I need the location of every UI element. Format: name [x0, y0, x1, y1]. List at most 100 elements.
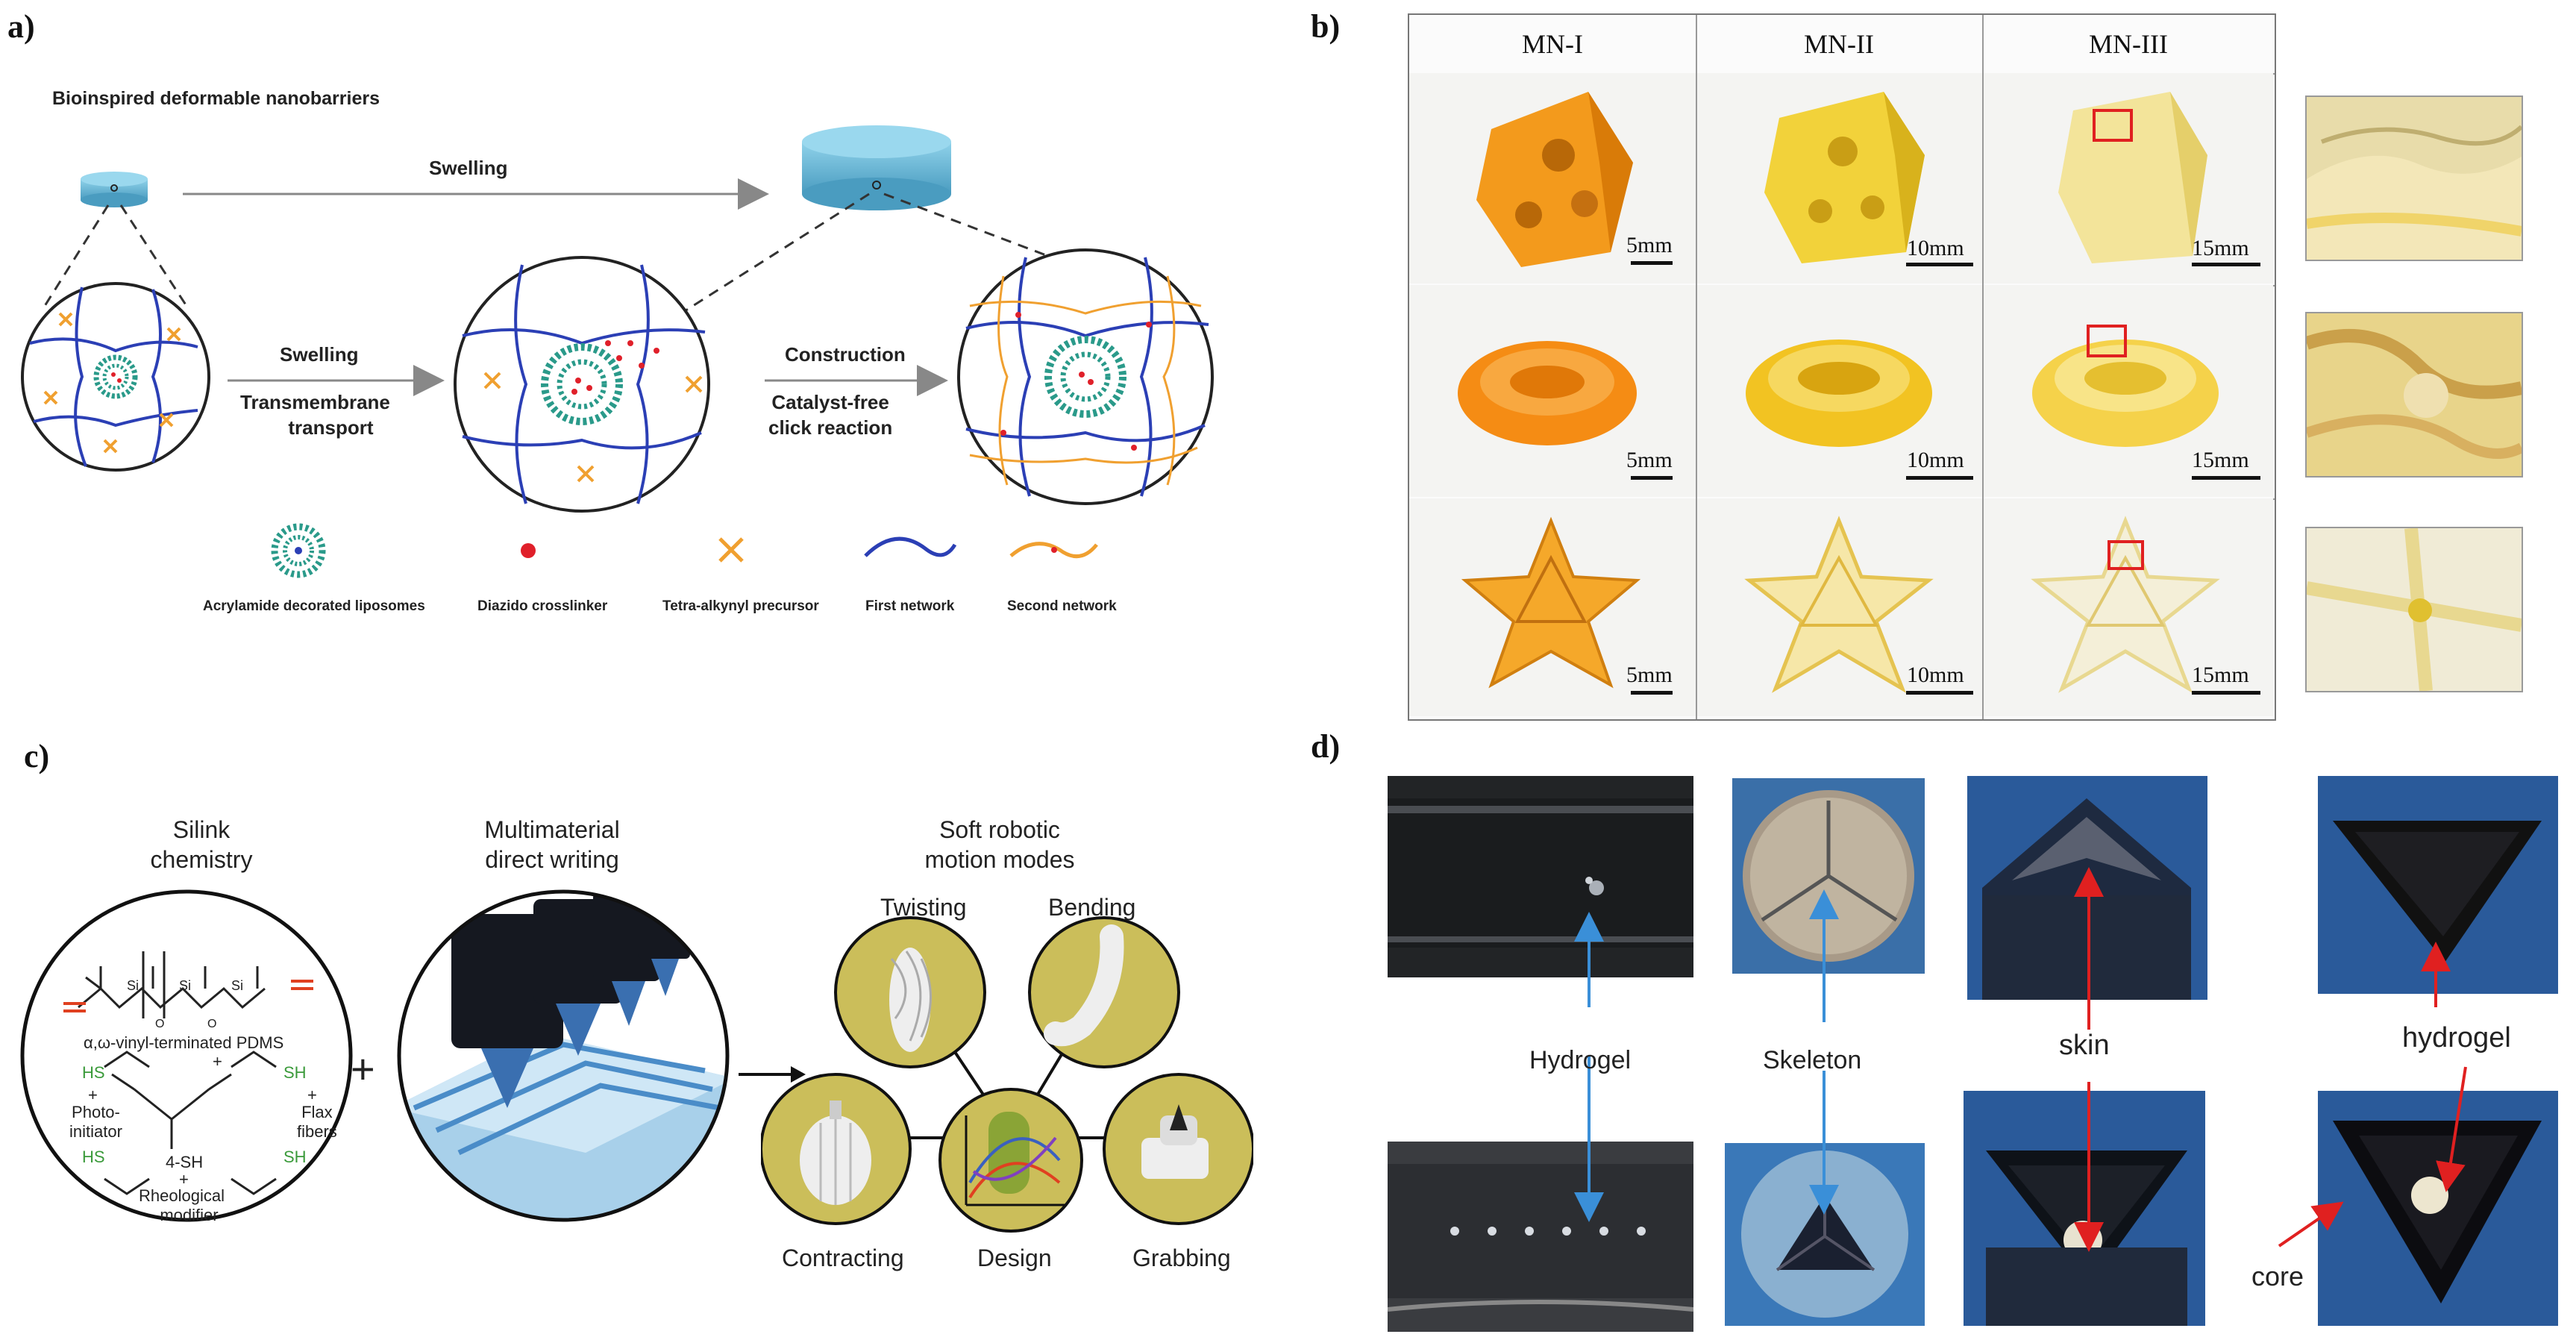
panel-c-letter: c)	[24, 738, 50, 774]
panel-d-arrows	[1574, 867, 2467, 1252]
skin-label: skin	[2059, 1030, 2110, 1061]
skeleton-label: Skeleton	[1763, 1046, 1862, 1074]
hydrogel-label-2: hydrogel	[2402, 1022, 2511, 1054]
o-label-2: O	[207, 1018, 216, 1030]
photo-line1: Photo-	[72, 1103, 120, 1121]
skeleton-photo-top	[1732, 778, 1925, 974]
col-header-mn1: MN-I	[1522, 29, 1583, 59]
plus-3: +	[307, 1086, 317, 1104]
legend-red-dot-icon	[521, 543, 536, 558]
mn3-prism-photo	[1984, 73, 2273, 284]
panel-a-diagram	[21, 125, 1214, 578]
hydrogel-strip-photo-bottom	[1388, 1142, 1693, 1332]
contracting-label: Contracting	[782, 1245, 904, 1271]
scale-label-r3c1: 5mm	[1626, 663, 1673, 687]
legend-precursor-label: Tetra-alkynyl precursor	[662, 598, 819, 614]
scale-label-r2c3: 15mm	[2192, 448, 2249, 472]
writing-title-line1: Multimaterial	[484, 816, 620, 843]
chemistry-circle: Si Si Si O O	[20, 889, 353, 1222]
col-header-mn2: MN-II	[1804, 29, 1874, 59]
hydrogel-strip-photo-top	[1388, 776, 1693, 977]
click-line1: Catalyst-free	[771, 391, 889, 413]
grabbing-label: Grabbing	[1132, 1245, 1231, 1271]
legend-liposome-label: Acrylamide decorated liposomes	[203, 598, 425, 614]
mn2-star-photo	[1697, 498, 1982, 716]
network-circle-2	[454, 256, 710, 513]
network-circle-1	[21, 282, 210, 472]
swelling-mid-label: Swelling	[280, 343, 359, 366]
grabbing-bubble	[1103, 1073, 1253, 1225]
mn1-ring-photo	[1409, 285, 1696, 497]
legend-cross-icon	[718, 537, 744, 563]
silink-title: Silink chemistry	[134, 815, 269, 874]
legend-crosslinker-label: Diazido crosslinker	[477, 598, 608, 614]
col-header-mn3: MN-III	[2089, 29, 2168, 59]
core-label: core	[2251, 1261, 2304, 1292]
zoom-inset-1	[2305, 96, 2523, 261]
silink-title-line2: chemistry	[150, 846, 253, 873]
motion-modes-title: Soft robotic motion modes	[910, 815, 1089, 874]
rheo-line1: Rheological	[139, 1186, 225, 1205]
skin-photo-bottom	[1964, 1091, 2205, 1326]
core-photo-bottom-right	[2318, 1091, 2558, 1326]
motion-modes-diagram	[761, 916, 1253, 1233]
panel-b-letter: b)	[1311, 8, 1341, 45]
direct-writing-circle	[397, 889, 730, 1222]
transport-label: Transmembrane transport	[240, 389, 390, 440]
legend-blue-wave-icon	[864, 536, 957, 557]
network-circle-3	[957, 248, 1214, 505]
bending-bubble	[1028, 916, 1180, 1068]
photo-line2: initiator	[69, 1122, 122, 1141]
mn1-prism-photo	[1409, 73, 1696, 284]
plus-main: +	[351, 1045, 375, 1092]
design-bubble	[938, 1088, 1083, 1233]
contracting-bubble	[761, 1073, 912, 1225]
mn2-prism-photo	[1697, 73, 1982, 284]
rheological-label: Rheological modifier	[139, 1186, 225, 1225]
plus-1: +	[213, 1052, 222, 1071]
scale-label-r2c2: 10mm	[1907, 448, 1964, 472]
bending-label: Bending	[1048, 894, 1136, 921]
panel-c-arrow	[739, 1066, 806, 1083]
plus-4: +	[179, 1170, 189, 1189]
panel-d-letter: d)	[1311, 728, 1341, 765]
mn3-star-photo	[1984, 498, 2273, 716]
hydrogel-label: Hydrogel	[1529, 1046, 1632, 1074]
flax-line1: Flax	[301, 1103, 333, 1121]
mn1-star-photo	[1409, 498, 1696, 716]
scale-label-r1c1: 5mm	[1626, 233, 1673, 257]
si-label-1: Si	[127, 978, 139, 993]
click-reaction-label: Catalyst-free click reaction	[768, 389, 892, 440]
writing-title-line2: direct writing	[485, 846, 619, 873]
hs-label-2: HS	[82, 1148, 105, 1166]
hs-label-1: HS	[82, 1063, 105, 1082]
panel-a-title: Bioinspired deformable nanobarriers	[52, 88, 380, 109]
legend-liposome-icon	[271, 523, 326, 578]
silink-title-line1: Silink	[172, 816, 231, 843]
scale-label-r1c3: 15mm	[2192, 236, 2249, 260]
photoinitiator-label: Photo- initiator	[69, 1103, 122, 1142]
transport-line1: Transmembrane	[240, 391, 390, 413]
scale-label-r3c2: 10mm	[1907, 663, 1964, 687]
skeleton-photo-bottom	[1725, 1143, 1925, 1326]
scale-label-r2c1: 5mm	[1626, 448, 1673, 472]
direct-writing-title: Multimaterial direct writing	[463, 815, 642, 874]
flax-label: Flax fibers	[297, 1103, 337, 1142]
motion-title-line2: motion modes	[924, 846, 1075, 873]
zoom-inset-3	[2305, 527, 2523, 692]
pdms-label: α,ω-vinyl-terminated PDMS	[84, 1033, 284, 1052]
swelling-top-label: Swelling	[429, 157, 508, 179]
legend-orange-wave-icon	[1009, 542, 1098, 559]
zoom-inset-2	[2305, 312, 2523, 478]
sh-label-1: SH	[283, 1063, 307, 1082]
transport-line2: transport	[288, 416, 374, 439]
motion-title-line1: Soft robotic	[939, 816, 1060, 843]
large-hydrogel-disk	[802, 125, 951, 210]
plus-2: +	[88, 1086, 98, 1104]
small-hydrogel-disk	[81, 172, 148, 207]
twisting-label: Twisting	[880, 894, 967, 921]
mn2-ring-photo	[1697, 285, 1982, 497]
mn3-ring-photo	[1984, 285, 2273, 497]
si-label-2: Si	[179, 978, 191, 993]
legend-first-network-label: First network	[865, 598, 955, 614]
